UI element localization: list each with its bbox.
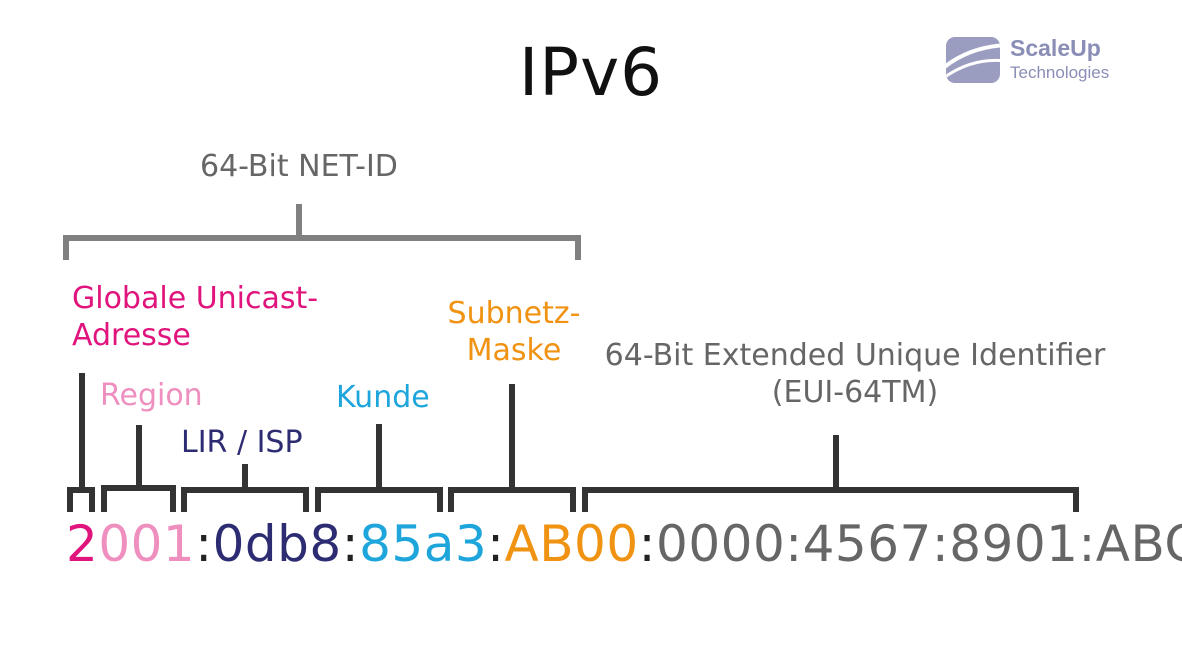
- address-separator: :: [487, 515, 505, 573]
- logo-subtitle: Technologies: [1010, 63, 1110, 82]
- net-id-bracket: [63, 204, 581, 260]
- address-kunde: 85a3: [359, 515, 488, 573]
- logo-name: ScaleUp: [1010, 35, 1101, 61]
- address-separator: :: [341, 515, 360, 573]
- kunde-bracket: [315, 487, 443, 512]
- subnet-bracket: [448, 487, 576, 512]
- kunde-label: Kunde: [336, 380, 430, 415]
- subnet-mask-label: Subnetz- Maske: [438, 295, 590, 369]
- address-lir-isp: 0db8: [212, 515, 342, 573]
- net-id-label: 64-Bit NET-ID: [200, 149, 398, 184]
- ipv6-address: 2001:0db8:85a3:AB00:0000:4567:8901:ABCE: [66, 515, 1182, 573]
- logo-mark-icon: [946, 37, 1000, 83]
- address-separator: :: [638, 515, 657, 573]
- lir-isp-label: LIR / ISP: [181, 425, 303, 460]
- eui-64-label-line1: 64-Bit Extended Unique Identifier: [604, 338, 1106, 373]
- global-unicast-bracket: [67, 487, 95, 512]
- lir-isp-bracket: [181, 487, 309, 512]
- address-subnet: AB00: [504, 515, 639, 573]
- global-unicast-label-line1: Globale Unicast-: [72, 281, 319, 316]
- eui-64-label: 64-Bit Extended Unique Identifier (EUI-6…: [560, 337, 1150, 411]
- eui-bracket: [582, 487, 1079, 512]
- global-unicast-label-line2: Adresse: [72, 318, 191, 354]
- region-bracket: [101, 485, 176, 512]
- address-region: 001: [98, 515, 196, 573]
- subnet-mask-label-line1: Subnetz-: [447, 296, 581, 331]
- scaleup-logo: ScaleUp Technologies: [946, 35, 1146, 89]
- eui-64-label-line2: (EUI-64TM): [771, 375, 939, 411]
- subnet-mask-label-line2: Maske: [466, 333, 562, 369]
- address-interface-id: 0000:4567:8901:ABCE: [656, 515, 1182, 573]
- page-title: IPv6: [518, 34, 664, 111]
- address-separator: :: [195, 515, 213, 573]
- global-unicast-label: Globale Unicast- Adresse: [72, 280, 318, 354]
- region-label: Region: [100, 378, 203, 413]
- address-global-unicast: 2: [66, 515, 99, 573]
